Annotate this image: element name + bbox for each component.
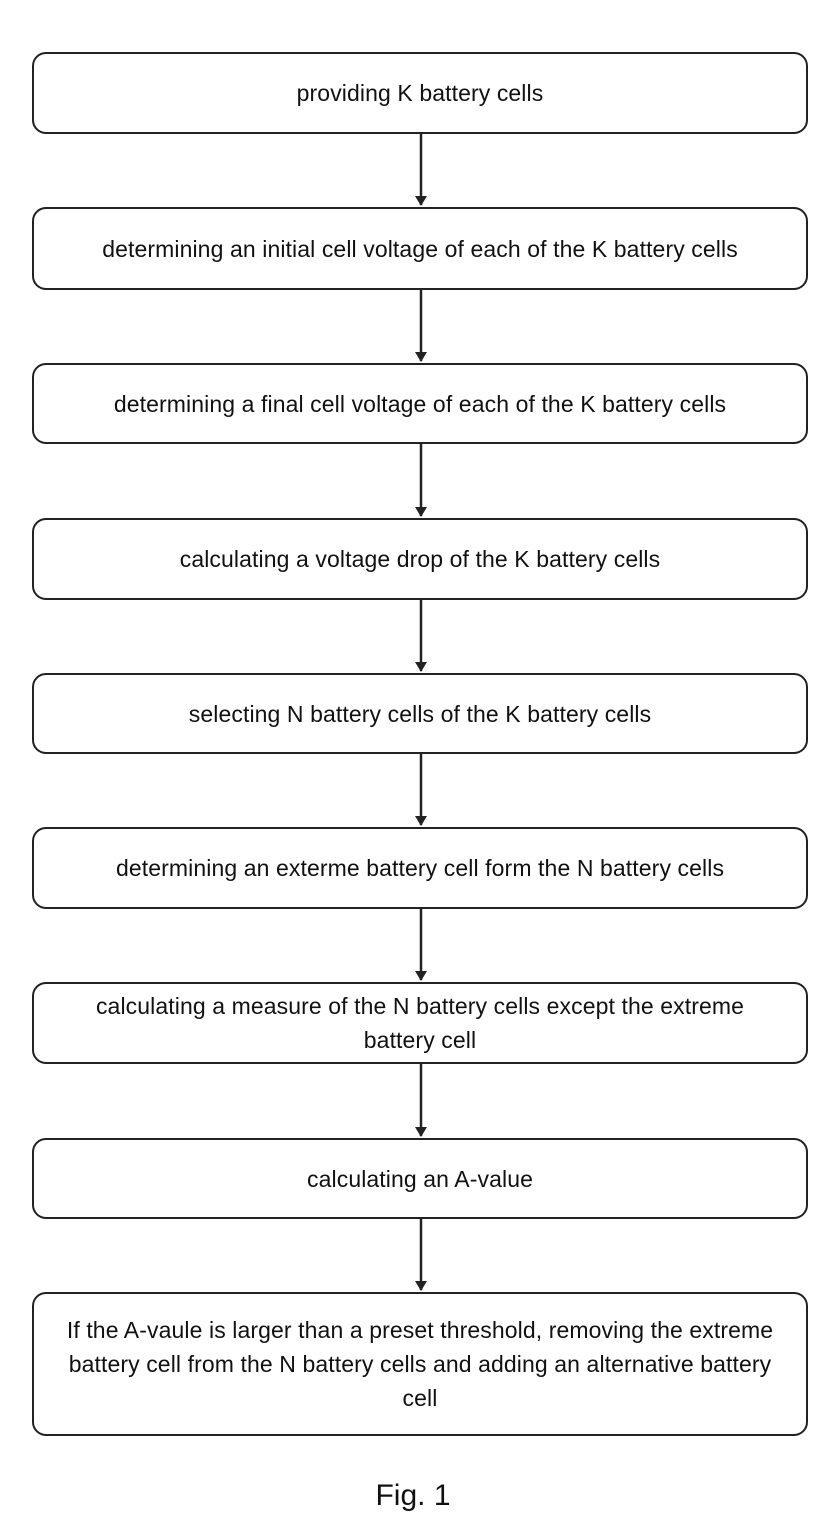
step-label-9: If the A-vaule is larger than a preset t… bbox=[52, 1313, 788, 1415]
step-label-6: determining an exterme battery cell form… bbox=[116, 851, 724, 885]
step-label-8: calculating an A-value bbox=[307, 1162, 533, 1196]
step-box-3: determining a final cell voltage of each… bbox=[32, 363, 808, 444]
step-label-2: determining an initial cell voltage of e… bbox=[102, 232, 738, 266]
step-label-3: determining a final cell voltage of each… bbox=[114, 387, 726, 421]
step-box-2: determining an initial cell voltage of e… bbox=[32, 207, 808, 290]
step-label-4: calculating a voltage drop of the K batt… bbox=[180, 542, 661, 576]
step-box-9: If the A-vaule is larger than a preset t… bbox=[32, 1292, 808, 1436]
figure-caption: Fig. 1 bbox=[0, 1476, 826, 1516]
step-box-7: calculating a measure of the N battery c… bbox=[32, 982, 808, 1064]
step-box-4: calculating a voltage drop of the K batt… bbox=[32, 518, 808, 600]
step-label-1: providing K battery cells bbox=[297, 76, 544, 110]
step-box-5: selecting N battery cells of the K batte… bbox=[32, 673, 808, 754]
step-box-6: determining an exterme battery cell form… bbox=[32, 827, 808, 909]
step-box-1: providing K battery cells bbox=[32, 52, 808, 134]
step-label-5: selecting N battery cells of the K batte… bbox=[189, 697, 651, 731]
step-label-7: calculating a measure of the N battery c… bbox=[70, 989, 770, 1057]
step-box-8: calculating an A-value bbox=[32, 1138, 808, 1219]
